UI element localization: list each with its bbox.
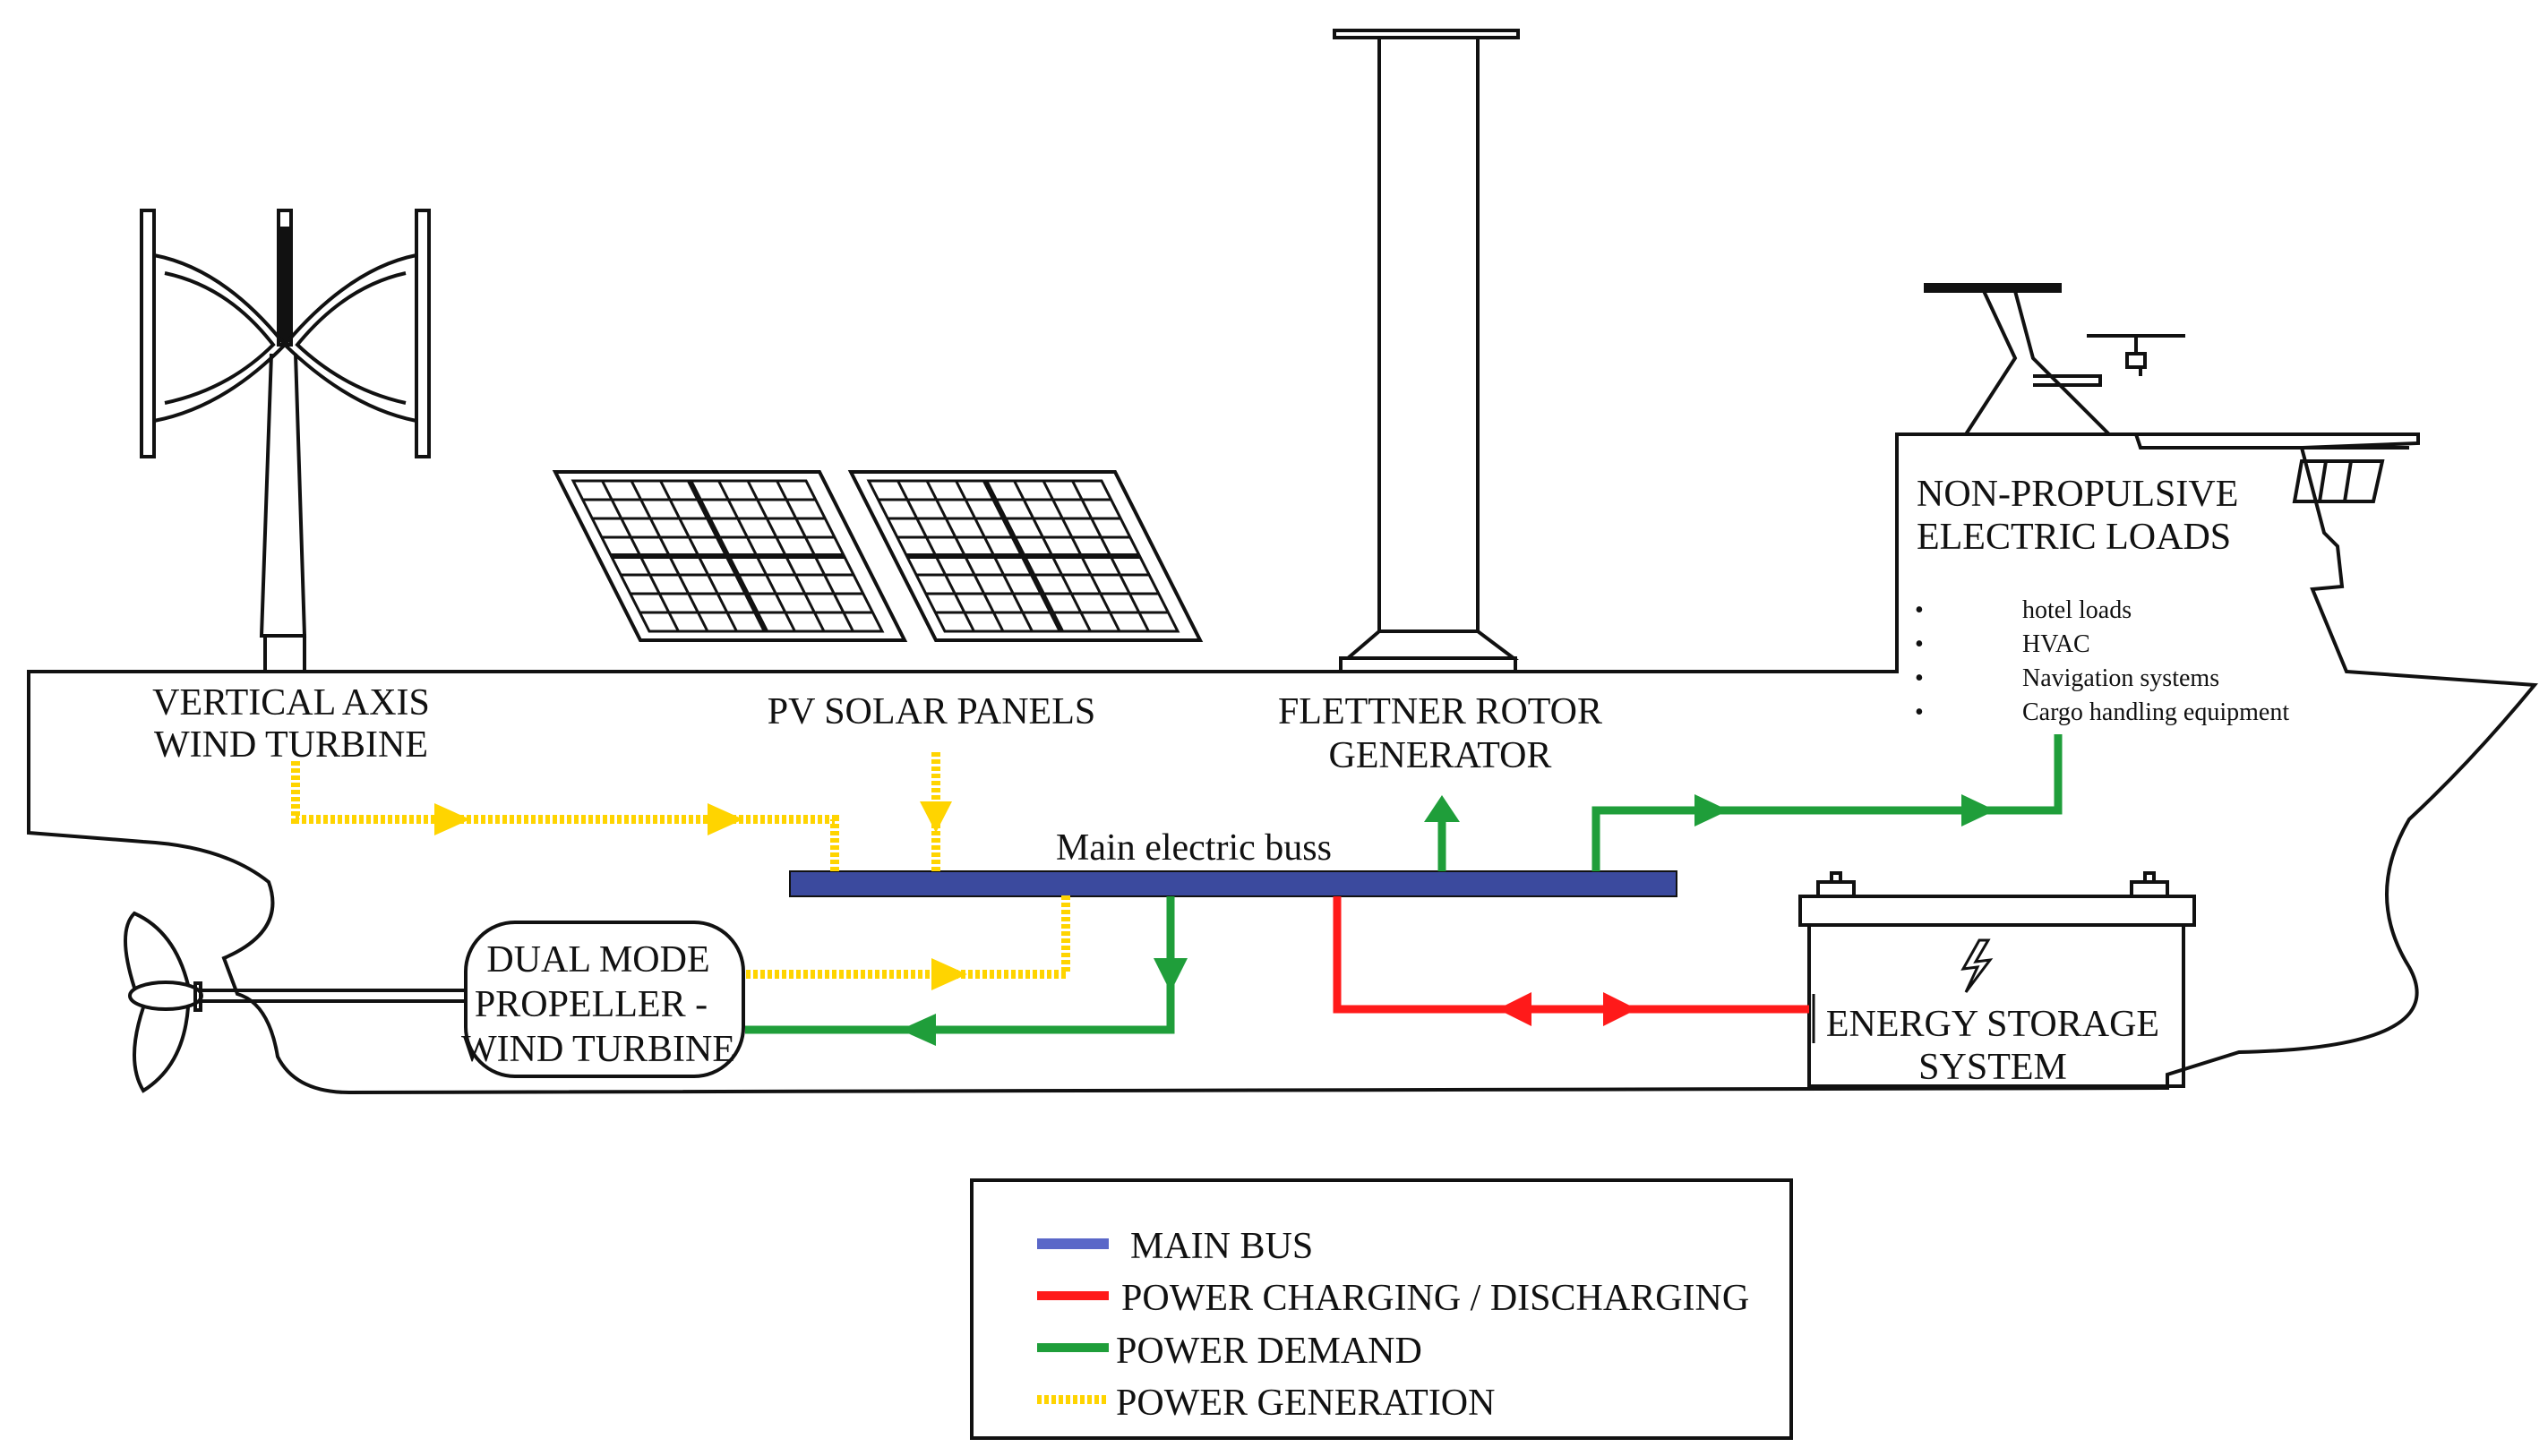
solar-panel-right bbox=[847, 470, 1204, 642]
diagram-labels: VERTICAL AXIS WIND TURBINE PV SOLAR PANE… bbox=[152, 474, 2289, 1088]
load-bullet-2: • bbox=[1915, 630, 1924, 658]
load-item-3: Navigation systems bbox=[2022, 664, 2219, 692]
main-electric-bus bbox=[789, 870, 1677, 897]
dual-label-line3: WIND TURBINE bbox=[461, 1029, 735, 1070]
load-item-4: Cargo handling equipment bbox=[2022, 698, 2289, 726]
charging-discharging-flow bbox=[1333, 896, 1809, 1026]
ship-hull bbox=[27, 433, 2539, 1095]
load-bullet-4: • bbox=[1915, 698, 1924, 726]
ess-label-line1: ENERGY STORAGE bbox=[1826, 1004, 2159, 1045]
legend-label-demand: POWER DEMAND bbox=[1116, 1331, 1422, 1372]
bridge-mast-icon bbox=[1924, 283, 2409, 503]
nonprop-label-line2: ELECTRIC LOADS bbox=[1917, 517, 2231, 558]
load-bullet-1: • bbox=[1915, 596, 1924, 624]
dual-label-line1: DUAL MODE bbox=[486, 939, 709, 981]
legend-label-main-bus: MAIN BUS bbox=[1130, 1226, 1313, 1267]
ess-label-line2: SYSTEM bbox=[1918, 1047, 2067, 1088]
vertical-axis-wind-turbine-icon bbox=[140, 209, 431, 673]
bus-label: Main electric buss bbox=[1056, 827, 1332, 869]
legend-label-generation: POWER GENERATION bbox=[1116, 1383, 1495, 1424]
vawt-label-line1: VERTICAL AXIS bbox=[152, 682, 430, 724]
nonprop-label-line1: NON-PROPULSIVE bbox=[1917, 474, 2238, 515]
power-demand-arrowheads bbox=[900, 794, 1995, 1046]
pv-label: PV SOLAR PANELS bbox=[768, 691, 1095, 732]
legend-box bbox=[970, 1178, 1793, 1440]
flettner-rotor-icon bbox=[1333, 29, 1520, 673]
legend-swatch-main-bus bbox=[1037, 1238, 1109, 1249]
dual-mode-propeller-box bbox=[464, 921, 745, 1078]
load-item-2: HVAC bbox=[2022, 630, 2090, 658]
legend-swatch-charging bbox=[1037, 1291, 1109, 1300]
legend-swatch-demand bbox=[1037, 1343, 1109, 1352]
lightning-icon bbox=[1960, 938, 1994, 993]
dual-label-line2: PROPELLER - bbox=[475, 984, 708, 1025]
vawt-label-line2: WIND TURBINE bbox=[154, 724, 428, 766]
power-generation-arrowheads bbox=[434, 801, 967, 990]
legend: MAIN BUS POWER CHARGING / DISCHARGING PO… bbox=[970, 1178, 1793, 1440]
flettner-label-line2: GENERATOR bbox=[1329, 735, 1552, 776]
propeller-icon bbox=[124, 911, 466, 1093]
solar-panel-left bbox=[552, 470, 908, 642]
flettner-label-line1: FLETTNER ROTOR bbox=[1278, 691, 1602, 732]
legend-label-charging: POWER CHARGING / DISCHARGING bbox=[1121, 1278, 1749, 1319]
power-demand-flows bbox=[745, 734, 2063, 1034]
load-item-1: hotel loads bbox=[2022, 596, 2132, 624]
pv-solar-panels-icon bbox=[552, 470, 1204, 642]
load-bullet-3: • bbox=[1915, 664, 1924, 692]
